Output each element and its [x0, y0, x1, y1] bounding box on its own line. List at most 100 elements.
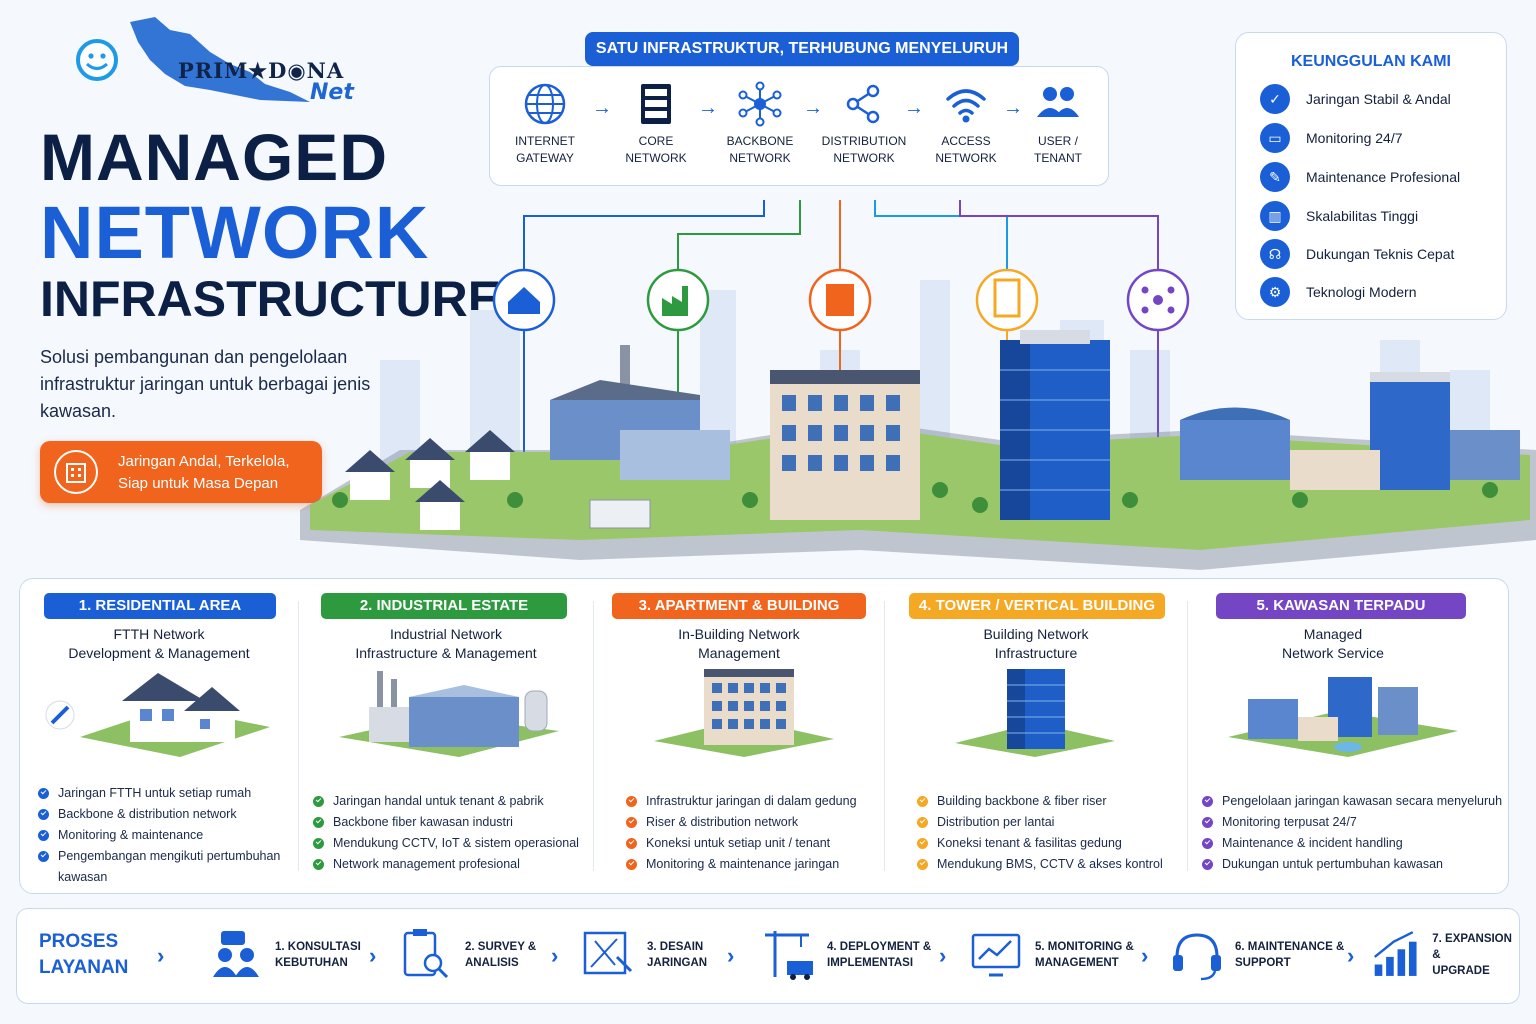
- chat-users-icon: [213, 931, 259, 977]
- flow-label: NETWORK: [625, 151, 687, 165]
- flow-step-distribution-network[interactable]: DISTRIBUTION NETWORK: [819, 81, 909, 167]
- bar-chart-icon: ▥: [1260, 201, 1290, 231]
- process-label: ANALISIS: [465, 957, 519, 969]
- network-hub-icon: [738, 81, 782, 127]
- factory: [550, 345, 730, 529]
- section-title: 4. TOWER / VERTICAL BUILDING: [909, 593, 1165, 619]
- section-subtitle: Network Service: [1282, 645, 1384, 661]
- process-label: 1. KONSULTASI: [275, 941, 361, 953]
- flow-label: CORE: [638, 134, 674, 148]
- tower-illustration: [955, 669, 1115, 757]
- node-apartment[interactable]: [808, 268, 872, 332]
- process-title: PROSES: [39, 931, 119, 952]
- section-subtitle: Development & Management: [68, 645, 250, 661]
- process-label: 5. MONITORING &: [1035, 941, 1134, 953]
- node-residential[interactable]: [492, 268, 556, 332]
- bullet: Dukungan untuk pertumbuhan kawasan: [1202, 854, 1508, 875]
- arrow-right-icon: →: [904, 97, 924, 119]
- bullet: Network management profesional: [313, 854, 589, 875]
- headline-network: NETWORK: [40, 191, 430, 274]
- flow-label: INTERNET: [515, 134, 575, 148]
- crane-truck-icon: [765, 931, 813, 980]
- logo-net-text: Net: [310, 80, 354, 105]
- section-title: 5. KAWASAN TERPADU: [1216, 593, 1466, 619]
- users-icon: [1037, 87, 1079, 117]
- flow-label: BACKBONE: [726, 134, 794, 148]
- bullet: Maintenance & incident handling: [1202, 833, 1508, 854]
- flow-step-user-tenant[interactable]: USER /TENANT: [1013, 81, 1103, 167]
- process-step-survey[interactable]: 2. SURVEY & ANALISIS: [399, 927, 536, 983]
- advantage-item: ▭ Monitoring 24/7: [1260, 123, 1403, 153]
- bullet: Mendukung CCTV, IoT & sistem operasional: [313, 833, 589, 854]
- section-subtitle: Management: [698, 645, 780, 661]
- advantage-label: Monitoring 24/7: [1306, 130, 1403, 146]
- monitor-icon: ▭: [1260, 123, 1290, 153]
- flow-label: GATEWAY: [516, 151, 574, 165]
- process-step-expansion[interactable]: 7. EXPANSION &UPGRADE: [1369, 927, 1519, 983]
- process-label: 2. SURVEY &: [465, 941, 537, 953]
- advantage-label: Dukungan Teknis Cepat: [1306, 246, 1455, 262]
- section-title: 3. APARTMENT & BUILDING: [612, 593, 866, 619]
- arrow-right-icon: →: [1003, 97, 1023, 119]
- shield-icon: ✓: [1260, 84, 1290, 114]
- process-label: IMPLEMENTASI: [827, 957, 914, 969]
- node-tower[interactable]: [975, 268, 1039, 332]
- process-step-deployment[interactable]: 4. DEPLOYMENT & IMPLEMENTASI: [761, 927, 931, 983]
- flow-label: USER /: [1037, 134, 1078, 148]
- chevron-right-icon: ›: [939, 943, 947, 968]
- node-industrial[interactable]: [646, 268, 710, 332]
- bullet: Distribution per lantai: [917, 812, 1187, 833]
- process-step-monitoring[interactable]: 5. MONITORING & MANAGEMENT: [969, 927, 1134, 983]
- brand-logo[interactable]: PRIM★D◉NA Net: [60, 12, 354, 107]
- arrow-right-icon: →: [592, 97, 612, 119]
- flow-step-core-network[interactable]: CORE NETWORK: [611, 81, 701, 167]
- node-integrated-area[interactable]: [1126, 268, 1190, 332]
- advantages-title: KEUNGGULAN KAMI: [1291, 53, 1451, 70]
- building-icon: [54, 450, 98, 494]
- headline-managed: MANAGED: [40, 120, 388, 194]
- advantage-label: Jaringan Stabil & Andal: [1306, 91, 1451, 107]
- blueprint-icon: [583, 931, 633, 975]
- process-step-maintenance[interactable]: 6. MAINTENANCE & SUPPORT: [1169, 927, 1344, 983]
- bullet: Infrastruktur jaringan di dalam gedung: [626, 791, 882, 812]
- bullet: Backbone & distribution network: [38, 804, 288, 825]
- advantage-item: ▥ Skalabilitas Tinggi: [1260, 201, 1418, 231]
- bullet: Monitoring terpusat 24/7: [1202, 812, 1508, 833]
- process-label: 6. MAINTENANCE &: [1235, 941, 1345, 953]
- server-icon: [641, 84, 671, 124]
- process-label: 3. DESAIN: [647, 941, 704, 953]
- tower-building: [1000, 330, 1110, 520]
- flow-label: NETWORK: [833, 151, 895, 165]
- advantage-label: Maintenance Profesional: [1306, 169, 1461, 185]
- bullet: Backbone fiber kawasan industri: [313, 812, 589, 833]
- advantage-label: Skalabilitas Tinggi: [1306, 208, 1419, 224]
- section-tower[interactable]: 4. TOWER / VERTICAL BUILDING Building Ne…: [885, 579, 1187, 895]
- process-label: SUPPORT: [1235, 957, 1291, 969]
- flow-step-internet-gateway[interactable]: INTERNET GATEWAY: [500, 81, 590, 167]
- process-title: LAYANAN: [39, 957, 129, 978]
- bullet: Monitoring & maintenance: [38, 825, 288, 846]
- cta-badge[interactable]: Jaringan Andal, Terkelola, Siap untuk Ma…: [40, 441, 322, 503]
- section-apartment[interactable]: 3. APARTMENT & BUILDING In-Building Netw…: [594, 579, 884, 895]
- process-label: MANAGEMENT: [1035, 957, 1119, 969]
- section-subtitle: Infrastructure & Management: [355, 645, 537, 661]
- advantage-item: ✓ Jaringan Stabil & Andal: [1260, 84, 1451, 114]
- section-title: 1. RESIDENTIAL AREA: [44, 593, 276, 619]
- bullet: Mendukung BMS, CCTV & akses kontrol: [917, 854, 1187, 875]
- chevron-right-icon: ›: [369, 943, 377, 968]
- bullet: Jaringan handal untuk tenant & pabrik: [313, 791, 589, 812]
- globe-icon: [524, 83, 566, 125]
- flow-label: DISTRIBUTION: [821, 134, 907, 148]
- arrow-right-icon: →: [803, 97, 823, 119]
- advantage-item: ✎ Maintenance Profesional: [1260, 162, 1460, 192]
- process-label: 4. DEPLOYMENT &: [827, 941, 932, 953]
- wrench-icon: ✎: [1260, 162, 1290, 192]
